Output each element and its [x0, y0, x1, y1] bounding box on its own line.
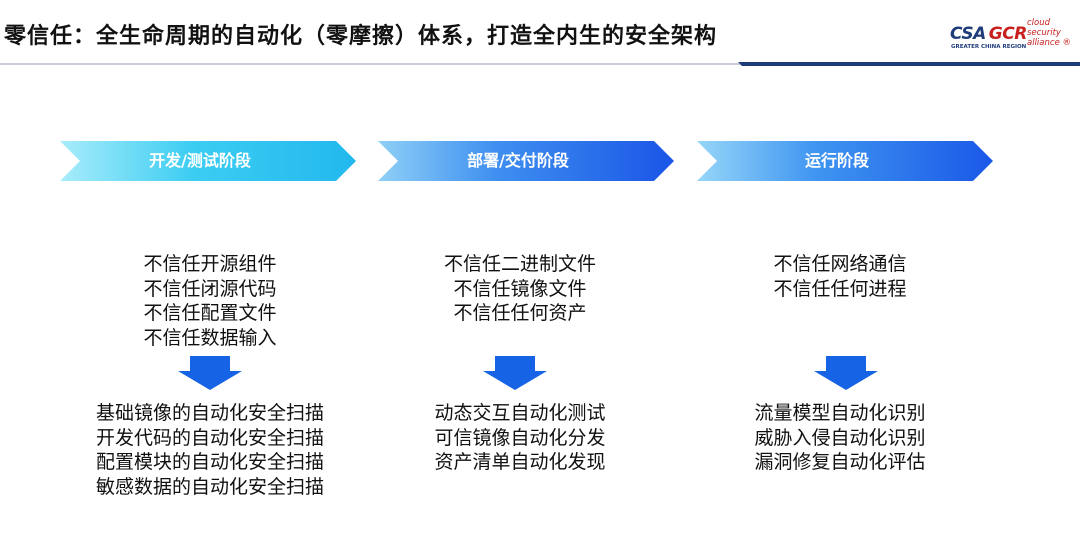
distrust-list-runtime: 不信任网络通信 不信任任何进程 — [740, 252, 940, 301]
logo-tag-line: cloud — [1027, 18, 1051, 28]
list-item: 配置模块的自动化安全扫描 — [95, 451, 324, 473]
list-item: 流量模型自动化识别 — [754, 402, 926, 424]
list-item: 不信任任何进程 — [773, 277, 907, 300]
stage-arrow-runtime: 运行阶段 — [697, 141, 995, 181]
logo-region: GREATER CHINA REGION — [951, 44, 1027, 50]
list-item: 动态交互自动化测试 — [434, 402, 606, 424]
automation-list-runtime: 流量模型自动化识别 威胁入侵自动化识别 漏洞修复自动化评估 — [730, 401, 950, 475]
list-item: 漏洞修复自动化评估 — [754, 451, 926, 473]
stage-arrow-dev-test: 开发/测试阶段 — [60, 141, 358, 181]
list-item: 不信任配置文件 — [143, 302, 277, 324]
list-item: 不信任数据输入 — [143, 326, 277, 349]
list-item: 不信任闭源代码 — [143, 277, 277, 300]
stage-label: 运行阶段 — [804, 151, 869, 170]
stage-label: 开发/测试阶段 — [149, 151, 251, 170]
distrust-list-dev-test: 不信任开源组件 不信任闭源代码 不信任配置文件 不信任数据输入 — [110, 252, 310, 350]
logo-tag-line: alliance ® — [1027, 38, 1071, 48]
automation-list-dev-test: 基础镜像的自动化安全扫描 开发代码的自动化安全扫描 配置模块的自动化安全扫描 敏… — [70, 401, 350, 499]
page-title: 零信任：全生命周期的自动化（零摩擦）体系，打造全内生的安全架构 — [4, 24, 718, 49]
list-item: 不信任任何资产 — [453, 302, 587, 324]
list-item: 威胁入侵自动化识别 — [754, 426, 926, 449]
list-item: 开发代码的自动化安全扫描 — [95, 426, 324, 449]
list-item: 资产清单自动化发现 — [434, 451, 606, 473]
down-arrow-icon — [814, 356, 878, 390]
list-item: 基础镜像的自动化安全扫描 — [95, 402, 324, 424]
distrust-list-deploy-deliver: 不信任二进制文件 不信任镜像文件 不信任任何资产 — [420, 252, 620, 326]
logo-tagline: cloud security alliance ® — [1027, 18, 1071, 48]
logo-csa: CSA — [950, 24, 986, 44]
list-item: 敏感数据的自动化安全扫描 — [95, 475, 324, 498]
logo-tag-line: security — [1027, 28, 1061, 38]
list-item: 不信任开源组件 — [143, 253, 277, 275]
list-item: 不信任二进制文件 — [443, 253, 596, 275]
list-item: 可信镜像自动化分发 — [434, 426, 606, 449]
list-item: 不信任网络通信 — [773, 253, 907, 275]
list-item: 不信任镜像文件 — [453, 277, 587, 300]
down-arrow-icon — [483, 356, 547, 390]
down-arrow-icon — [178, 356, 242, 390]
header-divider — [0, 62, 1080, 66]
stage-arrow-deploy-deliver: 部署/交付阶段 — [378, 141, 676, 181]
automation-list-deploy-deliver: 动态交互自动化测试 可信镜像自动化分发 资产清单自动化发现 — [410, 401, 630, 475]
logo-gcr: GCR — [988, 24, 1028, 44]
stage-label: 部署/交付阶段 — [467, 151, 569, 170]
